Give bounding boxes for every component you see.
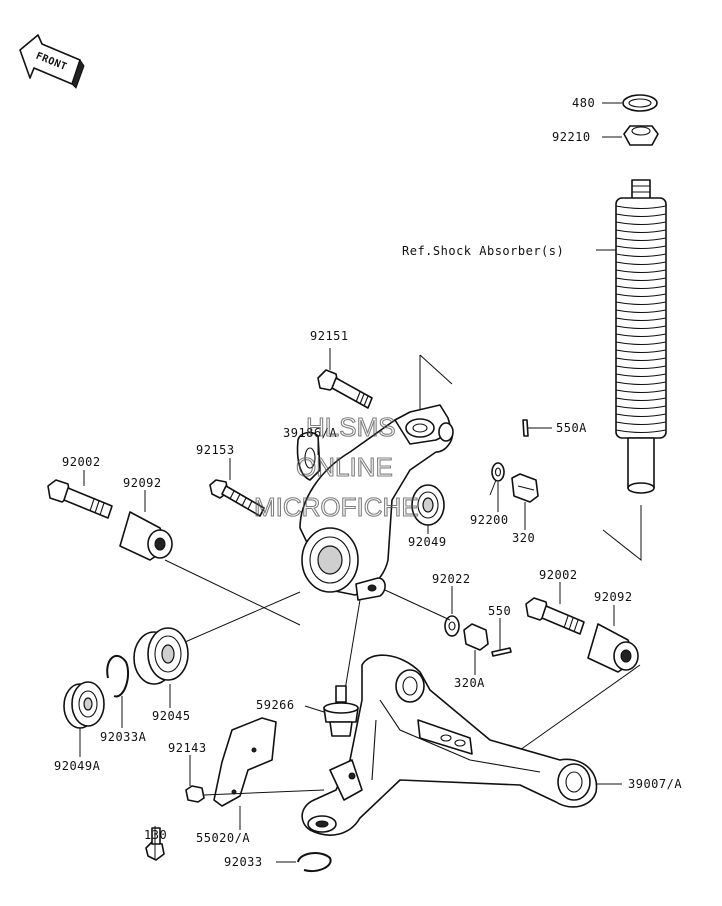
circlip-92033 [297, 852, 332, 872]
a-arm-39007a [301, 654, 598, 836]
bearing-92045 [133, 627, 189, 685]
label-92151: 92151 [310, 329, 349, 343]
bushing-92092-left [119, 511, 173, 561]
shock-absorber [615, 94, 667, 494]
washer-92200 [491, 462, 505, 482]
label-550: 550 [488, 604, 511, 618]
label-39007a: 39007/A [628, 777, 682, 791]
bolt-130 [145, 827, 165, 861]
bolt-92002-left [47, 479, 113, 519]
label-92033: 92033 [224, 855, 263, 869]
guard-plate-55020a [213, 717, 277, 807]
label-92049a: 92049A [54, 759, 101, 773]
label-92033a: 92033A [100, 730, 147, 744]
cotter-pin-550 [491, 647, 512, 657]
nut-92143 [185, 785, 205, 803]
label-92049: 92049 [408, 535, 447, 549]
label-92092-left: 92092 [123, 476, 162, 490]
label-480: 480 [572, 96, 595, 110]
bolt-92153 [209, 479, 265, 517]
watermark-line2: ONLINE [296, 452, 393, 482]
label-550a: 550A [556, 421, 587, 435]
washer-92022 [444, 615, 460, 637]
label-92022: 92022 [432, 572, 471, 586]
label-59266: 59266 [256, 698, 295, 712]
castle-nut-320a [463, 623, 489, 651]
label-320a: 320A [454, 676, 485, 690]
watermark-line1: HLSMS [306, 412, 396, 442]
label-39186a: 39186/A [283, 426, 337, 440]
label-320: 320 [512, 531, 535, 545]
label-92200: 92200 [470, 513, 509, 527]
front-arrow-icon: FRONT [19, 34, 85, 89]
bushing-92092-right [587, 623, 639, 673]
label-92143: 92143 [168, 741, 207, 755]
label-92002-right: 92002 [539, 568, 578, 582]
label-92002-left: 92002 [62, 455, 101, 469]
ball-joint-59266 [323, 685, 359, 737]
label-92210: 92210 [552, 130, 591, 144]
steering-knuckle [296, 404, 454, 601]
bolt-92151 [317, 369, 373, 409]
watermark-line3: MICROFICHE [254, 492, 419, 522]
circlip-480 [622, 94, 658, 112]
label-92153: 92153 [196, 443, 235, 457]
bolt-92002-right [525, 597, 585, 635]
seal-92049a [63, 681, 105, 729]
cotter-pin-550a [522, 419, 529, 437]
label-130: 130 [144, 828, 167, 842]
label-shock-ref: Ref.Shock Absorber(s) [402, 244, 564, 258]
label-55020a: 55020/A [196, 831, 250, 845]
circlip-92033a [106, 655, 130, 698]
label-92045: 92045 [152, 709, 191, 723]
label-92092-right: 92092 [594, 590, 633, 604]
